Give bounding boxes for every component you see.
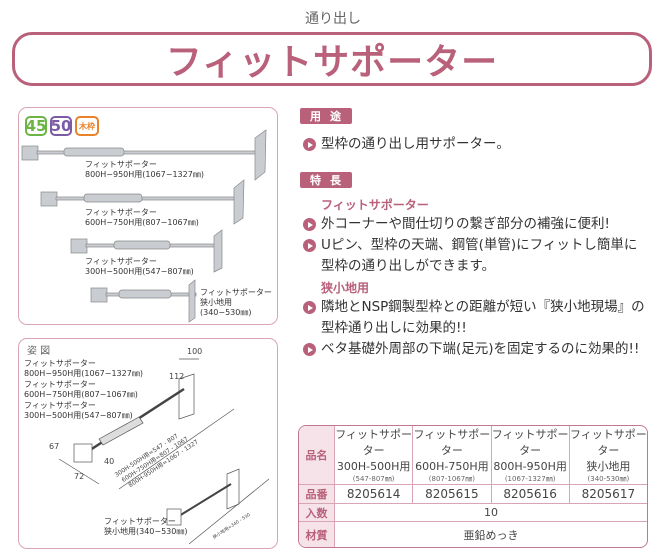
feature-heading: フィットサポーター [321,198,429,212]
product-name-cell: フィットサポーター狭小地用 (340-530㎜) [569,426,647,485]
product-label-size: 600H−750H用(807−1067㎜) [85,218,199,227]
drawing-label: 300H−500H用(547−807㎜) [24,411,133,420]
badge-50: 50 [50,116,72,136]
bullet-triangle-icon [303,138,316,151]
bullet-triangle-icon [303,343,316,356]
features-list: フィットサポーター 外コーナーや間仕切りの繋ぎ部分の補強に便利! Uピン、型枠の… [303,196,648,360]
bullet-triangle-icon [303,218,316,231]
drawing-title: 姿 図 [27,346,51,357]
cell-name: フィットサポーター [413,428,491,457]
dim-112: 112 [169,372,184,381]
cell-range: (547-807㎜) [352,475,395,483]
category-label: 通り出し [305,11,361,27]
cell-model: 狭小地用 [586,460,631,473]
badge-wood-frame: 木枠 [75,116,99,136]
drawing-label: 600H−750H用(807−1067㎜) [24,390,138,399]
product-name-cell: フィットサポーター 600H-750H用 (807-1067㎜) [413,426,492,485]
drawing-label-narrow-size: 狭小地用(340−530㎜) [104,527,188,536]
cell-model: 800H-950H用 [493,460,567,473]
code-cell: 8205615 [413,485,492,504]
cell-model: 300H-500H用 [336,460,411,473]
cell-range: (340-530㎜) [587,475,630,483]
bullet-triangle-icon [303,301,316,314]
usage-item: 型枠の通り出し用サポーター。 [303,134,653,155]
material-cell: 亜鉛めっき [463,528,519,542]
product-label-size: 800H−950H用(1067−1327㎜) [85,170,204,179]
drawing-label: フィットサポーター [24,359,96,368]
features-tag: 特長 [300,172,352,188]
product-label-name: フィットサポーター [200,288,272,297]
feature-item: 外コーナーや間仕切りの繋ぎ部分の補強に便利! [303,214,648,235]
product-label-name: フィットサポーター [85,208,157,217]
row-header-code: 品番 [299,485,335,504]
cell-model: 600H-750H用 [415,460,489,473]
drawing-label: フィットサポーター [24,401,96,410]
row-header-quantity: 入数 [299,504,335,522]
code-cell: 8205616 [491,485,570,504]
product-name-cell: フィットサポーター 800H-950H用 (1067-1327㎜) [491,426,570,485]
cell-name: フィットサポーター [491,428,569,457]
dimension-drawing: 100 112 67 72 40 300H-500H用=547 - 807 60… [49,347,270,545]
product-label-name: フィットサポーター [85,257,157,266]
product-images [21,129,267,323]
row-header-material: 材質 [299,522,335,547]
product-photo-panel: 45 50 木枠 フィットサポーター 800H−950H用(1067−1327㎜… [18,107,278,325]
dim-72: 72 [74,472,84,481]
dim-40: 40 [104,457,114,466]
code-cell: 8205614 [335,485,414,504]
feature-text: 外コーナーや間仕切りの繋ぎ部分の補強に便利! [321,216,610,232]
drawing-label: 800H−950H用(1067−1327㎜) [24,369,143,378]
feature-item: 隣地とNSP鋼製型枠との距離が短い『狭小地現場』の型枠通り出しに効果的!! [303,297,648,339]
feature-heading: 狭小地用 [321,281,370,295]
bullet-triangle-icon [303,239,316,252]
feature-text: 隣地とNSP鋼製型枠との距離が短い『狭小地現場』の型枠通り出しに効果的!! [321,299,645,336]
product-image-800 [21,129,267,181]
dim-range-narrow: 狭小地用=340 - 530 [211,511,251,541]
product-label-range: (340−530㎜) [200,308,252,317]
quantity-cell: 10 [335,504,647,522]
product-name-cell: フィットサポーター 300H-500H用 (547-807㎜) [335,426,414,485]
badge-45: 45 [25,116,47,136]
usage-tag: 用途 [300,108,352,124]
drawing-label-narrow: フィットサポーター [104,517,176,526]
product-label-size: 300H−500H用(547−807㎜) [85,267,194,276]
drawing-panel: 姿 図 フィットサポーター 800H−950H用(1067−1327㎜) フィッ… [18,338,278,549]
product-image-300 [70,229,223,273]
row-header-name: 品名 [299,426,335,485]
product-image-narrow [90,279,197,323]
product-label-size: 狭小地用 [200,298,232,307]
feature-item: ベタ基礎外周部の下端(足元)を固定するのに効果的!! [303,339,648,360]
cell-range: (807-1067㎜) [428,475,475,483]
feature-item: Uピン、型枠の天端、鋼管(単管)にフィットし簡単に型枠の通り出しができます。 [303,235,648,277]
usage-text: 型枠の通り出し用サポーター。 [321,136,510,152]
dim-100: 100 [187,347,202,356]
cell-range: (1067-1327㎜) [504,475,556,483]
drawing-label: フィットサポーター [24,380,96,389]
dim-range-600: 600H-750H用=807 - 1067 [121,436,190,484]
dim-67: 67 [49,442,59,451]
product-image-600 [40,179,245,225]
feature-text: ベタ基礎外周部の下端(足元)を固定するのに効果的!! [321,341,640,357]
page-title: フィットサポーター [165,42,499,83]
feature-text: Uピン、型枠の天端、鋼管(単管)にフィットし簡単に型枠の通り出しができます。 [321,237,638,274]
product-label-name: フィットサポーター [85,160,157,169]
title-box: フィットサポーター [12,32,652,86]
code-cell: 8205617 [569,485,647,504]
cell-name: フィットサポーター [335,428,413,457]
cell-name: フィットサポーター [569,428,647,457]
